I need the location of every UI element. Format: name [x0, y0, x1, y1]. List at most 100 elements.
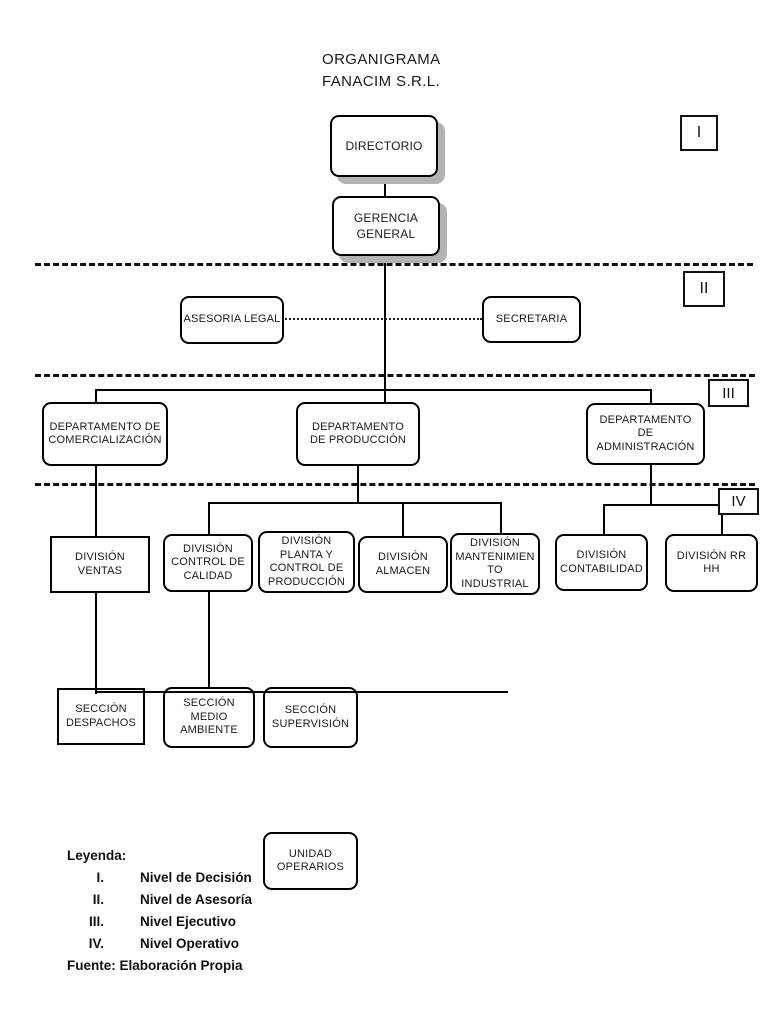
org-node-division-rrhh: DIVISIÓN RR HH [665, 534, 758, 592]
node-label: VENTAS [77, 564, 123, 577]
node-label: DIVISIÓN [378, 551, 428, 563]
node-label: CONTROL DE [269, 562, 344, 574]
legend-item-numeral: IV. [88, 936, 104, 951]
org-node-division-contabilidad: DIVISIÓN CONTABILIDAD [555, 534, 648, 591]
node-label: DE PRODUCCIÓN [309, 434, 407, 446]
org-node-seccion-supervision: SECCIÓN SUPERVISIÓN [263, 687, 358, 748]
node-label: OPERARIOS [276, 861, 345, 873]
org-node-division-mantenimiento-industrial: DIVISIÓN MANTENIMIEN TO INDUSTRIAL [450, 533, 540, 595]
connector-calidad-medioambiente [208, 592, 210, 688]
node-label: TO [487, 564, 503, 576]
connector-drop-contabilidad [603, 505, 605, 534]
org-node-division-ventas: DIVISIÓN VENTAS [50, 536, 150, 593]
node-label: DEPARTAMENTO DE [49, 420, 161, 433]
node-label: INDUSTRIAL [461, 577, 529, 590]
connector-departments-horizontal [95, 389, 652, 391]
connector-drop-administracion [650, 390, 652, 404]
org-node-division-control-calidad: DIVISIÓN CONTROL DE CALIDAD [163, 534, 253, 592]
node-label: CONTROL DE [171, 556, 245, 569]
node-label: UNIDAD [288, 847, 333, 860]
page-title: ORGANIGRAMA FANACIM S.R.L. [322, 49, 441, 93]
legend-item: II. Nivel de Asesoría [67, 889, 252, 911]
org-node-directorio: DIRECTORIO [330, 115, 438, 177]
legend: Leyenda: I. Nivel de Decisión II. Nivel … [67, 845, 252, 977]
level-marker-label: III [722, 384, 735, 402]
node-label: DESPACHOS [65, 716, 137, 729]
node-label: SECCIÓN [183, 697, 235, 710]
level-marker-label: II [699, 280, 709, 297]
connector-gerencia-produccion [384, 257, 386, 403]
legend-item-numeral: III. [88, 914, 104, 929]
title-line-1: ORGANIGRAMA [322, 51, 441, 68]
node-label: GENERAL [356, 227, 416, 241]
node-label: SECRETARIA [495, 312, 568, 325]
legend-item: I. Nivel de Decisión [67, 867, 252, 889]
node-label: PRODUCCIÓN [267, 575, 346, 588]
org-node-seccion-despachos: SECCIÓN DESPACHOS [57, 688, 145, 745]
connector-asesoria-secretaria-dotted [282, 318, 482, 320]
connector-ventas-despachos [95, 593, 97, 694]
org-node-unidad-operarios: UNIDAD OPERARIOS [263, 832, 358, 890]
node-label: DIRECTORIO [345, 139, 423, 153]
legend-heading-text: Leyenda: [67, 848, 127, 863]
connector-produccion-horizontal [208, 502, 502, 504]
org-node-seccion-medio-ambiente: SECCIÓN MEDIO AMBIENTE [163, 687, 255, 748]
legend-item-label: Nivel Ejecutivo [140, 914, 237, 929]
node-label: DEPARTAMENTO [599, 413, 692, 426]
connector-drop-almacen [402, 503, 404, 536]
org-node-gerencia-general: GERENCIA GENERAL [332, 196, 440, 256]
org-node-departamento-administracion: DEPARTAMENTO DE ADMINISTRACIÓN [586, 403, 705, 465]
org-node-division-almacen: DIVISIÓN ALMACEN [358, 536, 448, 593]
org-node-asesoria-legal: ASESORIA LEGAL [180, 296, 284, 344]
node-label: DIVISIÓN RR [676, 549, 747, 562]
connector-drop-comercializacion [95, 390, 97, 403]
node-label: CALIDAD [183, 569, 233, 582]
level-marker-label: I [696, 124, 702, 141]
node-label: ALMACEN [375, 564, 431, 577]
node-label: HH [703, 563, 720, 575]
connector-drop-mantenimiento [500, 503, 502, 533]
node-label: MANTENIMIEN [455, 550, 535, 563]
legend-item-numeral: I. [96, 870, 104, 885]
level-separator-3-4 [35, 483, 755, 486]
connector-drop-calidad [208, 503, 210, 535]
org-node-departamento-produccion: DEPARTAMENTO DE PRODUCCIÓN [296, 402, 420, 466]
node-label: GERENCIA [353, 211, 419, 225]
level-marker-label: IV [731, 493, 746, 510]
node-label: CONTABILIDAD [560, 562, 643, 575]
node-label: DIVISIÓN [576, 549, 627, 561]
connector-administracion-horizontal [603, 504, 722, 506]
level-marker-1: I [680, 115, 718, 151]
org-node-division-planta-control-produccion: DIVISIÓN PLANTA Y CONTROL DE PRODUCCIÓN [258, 531, 355, 593]
legend-item: IV. Nivel Operativo [67, 933, 252, 955]
org-node-secretaria: SECRETARIA [482, 296, 581, 343]
node-label: ADMINISTRACIÓN [596, 440, 695, 453]
connector-sections-horizontal [95, 691, 508, 693]
node-label: SECCIÓN [284, 704, 337, 716]
node-label: AMBIENTE [180, 724, 238, 737]
node-label: DIVISIÓN [281, 535, 332, 547]
connector-directorio-gerencia [384, 178, 386, 197]
node-label: DEPARTAMENTO [311, 420, 405, 433]
level-marker-2: II [683, 271, 725, 307]
level-separator-1-2 [35, 263, 753, 266]
title-line-2: FANACIM S.R.L. [322, 73, 441, 90]
connector-drop-rrhh [721, 513, 723, 534]
legend-source: Fuente: Elaboración Propia [67, 955, 252, 977]
node-label: SUPERVISIÓN [271, 717, 350, 730]
node-label: DE [637, 427, 654, 440]
node-label: DIVISIÓN [75, 551, 125, 563]
node-label: COMERCIALIZACIÓN [48, 434, 162, 446]
node-label: ASESORIA LEGAL [183, 313, 281, 326]
level-separator-2-3 [35, 374, 755, 377]
level-marker-3: III [708, 379, 749, 407]
node-label: PLANTA Y [279, 548, 334, 561]
node-label: SECCIÓN [75, 703, 127, 715]
legend-item: III. Nivel Ejecutivo [67, 911, 252, 933]
connector-comercializacion-ventas [95, 466, 97, 536]
level-marker-4: IV [718, 488, 759, 515]
legend-item-label: Nivel de Decisión [140, 870, 252, 885]
node-label: DIVISIÓN [183, 542, 233, 555]
node-label: DIVISIÓN [470, 537, 520, 549]
